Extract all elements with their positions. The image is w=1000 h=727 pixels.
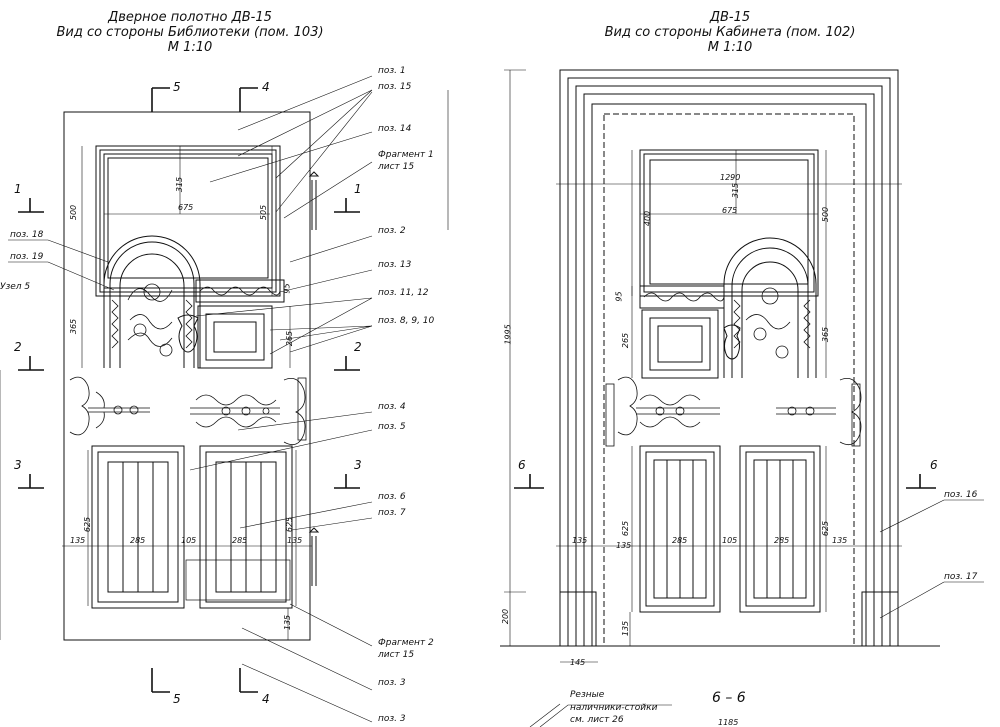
- dim-label: 500: [69, 204, 79, 221]
- callout-label: поз. 4: [378, 402, 406, 412]
- dim-label: 265: [285, 330, 295, 347]
- callout-label: поз. 14: [378, 124, 412, 134]
- left-glass-pane: [107, 157, 269, 279]
- callout-label: поз. 3: [378, 714, 406, 724]
- right-door-leaf: [603, 113, 855, 647]
- section-mark: 3: [14, 458, 22, 472]
- callout-label: Фрагмент 1: [378, 150, 434, 160]
- dim-label: 285: [130, 536, 146, 545]
- dim-label: 135: [621, 620, 631, 637]
- callout-label: поз. 2: [378, 226, 406, 236]
- dim-label: 285: [672, 536, 688, 545]
- dim-label: 105: [722, 536, 738, 545]
- right-title-line: М 1:10: [707, 40, 753, 55]
- right-plinth-left: [559, 591, 597, 647]
- dim-label: 285: [774, 536, 790, 545]
- section-title: 6 – 6: [712, 690, 746, 706]
- note-line: Резные: [570, 690, 605, 700]
- dim-label: 625: [285, 516, 295, 533]
- dim-label: 505: [259, 204, 269, 221]
- left-title-line: М 1:10: [167, 40, 213, 55]
- section-mark: 6: [930, 458, 938, 472]
- note-line: наличники-стойки: [570, 703, 658, 713]
- left-upper-frame: [95, 145, 281, 297]
- dim-label: 315: [731, 182, 741, 199]
- left-lower-panel-2: [199, 445, 293, 609]
- callout-label: поз. 19: [10, 252, 44, 262]
- dim-label: 135: [283, 614, 293, 631]
- right-plinth-right: [861, 591, 899, 647]
- callout-label: поз. 15: [378, 82, 412, 92]
- dim-label: 365: [821, 326, 831, 343]
- dim-label: 135: [287, 536, 303, 545]
- section-mark: 3: [354, 458, 362, 472]
- note-line: см. лист 26: [570, 715, 624, 725]
- callout-label: поз. 16: [944, 490, 978, 500]
- right-title-line: Вид со стороны Кабинета (пом. 102): [604, 25, 856, 40]
- section-mark: 2: [14, 340, 22, 354]
- dim-label: 675: [178, 203, 194, 212]
- dim-label: 1290: [720, 173, 741, 182]
- left-title-line: Вид со стороны Библиотеки (пом. 103): [56, 25, 324, 40]
- callout-label: поз. 11, 12: [378, 288, 429, 298]
- dim-label: 1185: [718, 718, 739, 727]
- dim-label: 1995: [503, 324, 513, 345]
- callout-label: лист 15: [378, 650, 415, 660]
- section-mark: 4: [262, 80, 270, 94]
- left-title-line: Дверное полотно ДВ-15: [108, 10, 272, 25]
- dim-label: 265: [621, 332, 631, 349]
- section-mark: 2: [354, 340, 362, 354]
- left-small-panel: [197, 305, 273, 369]
- callout-label: поз. 6: [378, 492, 406, 502]
- dim-label: 400: [643, 210, 653, 227]
- dim-label: 135: [832, 536, 848, 545]
- dim-label: 500: [821, 206, 831, 223]
- left-handle: [69, 376, 307, 446]
- callout-label: поз. 3: [378, 678, 406, 688]
- left-carved-arch: [103, 235, 201, 368]
- right-door-view: [500, 69, 984, 663]
- dim-label: 200: [501, 608, 511, 625]
- callout-label: поз. 18: [10, 230, 44, 240]
- section-mark: 6: [518, 458, 526, 472]
- callout-label: поз. 8, 9, 10: [378, 316, 435, 326]
- dim-label: 285: [232, 536, 248, 545]
- left-door-view: [0, 69, 984, 727]
- section-mark: 1: [14, 182, 22, 196]
- section-mark: 1: [354, 182, 362, 196]
- dim-label: 315: [175, 176, 185, 193]
- callout-label: Фрагмент 2: [378, 638, 434, 648]
- dim-label: 95: [282, 283, 292, 294]
- right-title-line: ДВ-15: [709, 10, 751, 25]
- dim-label: 675: [722, 206, 738, 215]
- left-lower-panel-1: [91, 445, 185, 609]
- dim-label: 135: [616, 541, 632, 550]
- callout-label: поз. 7: [378, 508, 406, 518]
- callout-label: поз. 17: [944, 572, 978, 582]
- dim-label: 625: [83, 516, 93, 533]
- dim-label: 625: [621, 520, 631, 537]
- dim-label: 105: [181, 536, 197, 545]
- dim-label: 135: [572, 536, 588, 545]
- dim-label: 95: [614, 291, 624, 302]
- dim-label: 135: [70, 536, 86, 545]
- callout-label: поз. 13: [378, 260, 412, 270]
- callout-label: лист 15: [378, 162, 415, 172]
- right-title: ДВ-15 Вид со стороны Кабинета (пом. 102)…: [590, 10, 870, 55]
- callout-label: Узел 5: [0, 282, 31, 292]
- section-mark: 5: [173, 80, 181, 94]
- left-title: Дверное полотно ДВ-15 Вид со стороны Биб…: [40, 10, 340, 55]
- dim-label: 625: [821, 520, 831, 537]
- section-mark: 5: [173, 692, 181, 706]
- dim-label: 365: [69, 318, 79, 335]
- callout-label: поз. 1: [378, 66, 406, 76]
- left-door-leaf: [63, 111, 311, 641]
- section-mark: 4: [262, 692, 270, 706]
- dim-label: 145: [570, 658, 586, 667]
- callout-label: поз. 5: [378, 422, 406, 432]
